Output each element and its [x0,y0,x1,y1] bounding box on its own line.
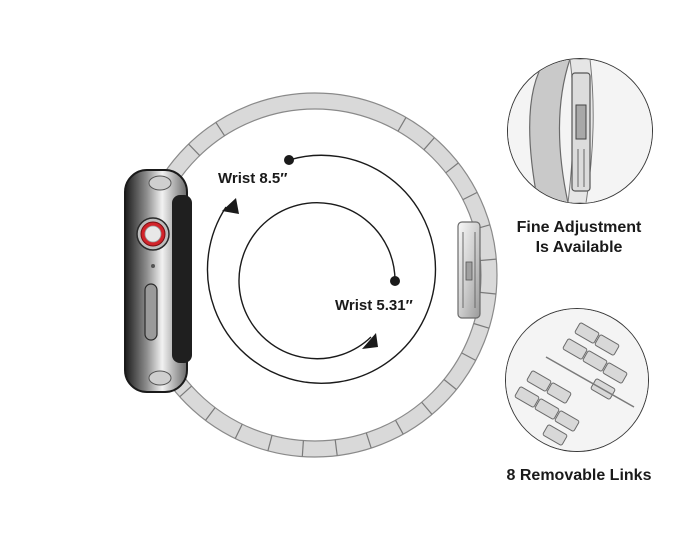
fine-adjustment-line2: Is Available [535,239,623,256]
link-group-lower [514,370,580,446]
band-link-divider [267,435,273,451]
wrist-large-circle [206,154,437,384]
band-link-dividers [165,117,497,457]
band-link-divider [461,352,476,361]
band-link-divider [334,439,338,456]
band-link-divider [462,191,478,201]
band-link-divider [423,137,435,151]
band-link-divider [215,122,226,137]
band-link-divider [421,401,433,415]
band-link-divider [394,419,404,435]
band-clasp [457,221,481,319]
removable-links-caption: 8 Removable Links [482,466,676,486]
band-link-divider [480,291,497,295]
removable-links-line1: 8 Removable Links [506,467,652,484]
removable-links-icon [506,309,648,451]
fine-adjustment-line1: Fine Adjustment [516,219,642,236]
band-link-divider [365,432,372,449]
wrist-large-label: Wrist 8.5″ [218,170,288,187]
band-link-divider [480,258,497,262]
clasp-detail-image [507,58,653,204]
wrist-small-label: Wrist 5.31″ [335,297,413,314]
band-link-divider [443,379,457,390]
band-link-divider [234,423,243,439]
fine-adjustment-clasp-icon [508,59,652,203]
watch-case [124,169,192,393]
band-link-divider [397,117,407,132]
wrist-small-circle [238,202,400,360]
band-link-divider [473,322,490,329]
link-group-upper [562,322,628,400]
digital-crown [136,217,170,251]
band-link-divider [188,143,201,157]
fine-adjustment-caption: Fine Adjustment Is Available [497,218,661,258]
band-link-divider [445,162,459,174]
removable-links-image [505,308,649,452]
band-link-divider [301,440,304,457]
band-link-divider [205,407,216,421]
band-link-divider [179,385,193,398]
